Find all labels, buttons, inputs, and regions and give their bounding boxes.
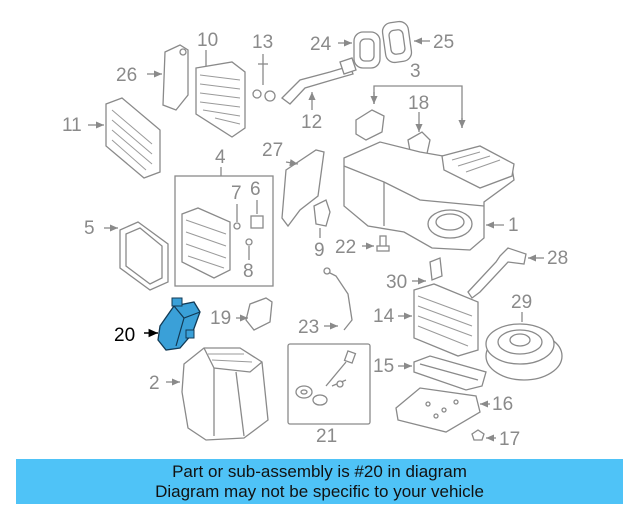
part-22-bolt xyxy=(362,235,390,252)
banner-line-1: Part or sub-assembly is #20 in diagram xyxy=(172,462,467,481)
part-27-bracket xyxy=(281,149,325,228)
callout-12: 12 xyxy=(301,112,322,133)
callout-10: 10 xyxy=(197,30,218,51)
callout-2: 2 xyxy=(149,373,160,394)
part-11-heater-core xyxy=(88,97,161,179)
part-26-bracket xyxy=(147,44,189,111)
part-20-actuator-highlighted[interactable] xyxy=(144,297,201,351)
info-banner: Part or sub-assembly is #20 in diagram D… xyxy=(16,459,623,504)
callout-8: 8 xyxy=(243,261,254,282)
callout-6: 6 xyxy=(250,179,261,200)
part-19-bracket xyxy=(236,297,273,331)
part-5-filter xyxy=(104,221,169,291)
part-13-fittings xyxy=(252,54,276,102)
part-2-housing xyxy=(166,347,269,441)
part-28-bracket xyxy=(467,247,544,299)
callout-21: 21 xyxy=(316,426,337,447)
callout-20: 20 xyxy=(114,325,135,346)
part-15-plate xyxy=(398,355,487,391)
callout-3: 3 xyxy=(410,61,421,82)
part-21-kit-box xyxy=(287,343,371,425)
part-30-clip xyxy=(412,257,443,285)
callout-17: 17 xyxy=(499,429,520,450)
part-24-gasket xyxy=(338,31,381,69)
callout-22: 22 xyxy=(335,237,356,258)
callout-16: 16 xyxy=(492,394,513,415)
part-4-kit-box xyxy=(174,175,274,287)
part-14-filter xyxy=(398,283,479,357)
part-21-components xyxy=(295,350,357,406)
callout-25: 25 xyxy=(433,32,454,53)
part-23-rod xyxy=(323,267,353,331)
callout-26: 26 xyxy=(116,65,137,86)
part-1-hvac-housing xyxy=(343,141,515,251)
callout-11: 11 xyxy=(62,115,82,136)
callout-30: 30 xyxy=(386,272,407,293)
callout-14: 14 xyxy=(373,306,395,327)
callout-7: 7 xyxy=(231,183,242,204)
part-9-grommet xyxy=(313,199,331,238)
part-17-screw xyxy=(471,429,496,442)
callout-1: 1 xyxy=(508,215,519,236)
callout-24: 24 xyxy=(310,34,332,55)
banner-line-2: Diagram may not be specific to your vehi… xyxy=(155,482,484,501)
callout-18: 18 xyxy=(408,93,429,114)
part-3-actuator xyxy=(355,109,385,141)
part-25-gasket xyxy=(381,20,430,64)
callout-9: 9 xyxy=(314,240,325,261)
callout-19: 19 xyxy=(210,308,231,329)
part-29-blower-motor xyxy=(485,312,563,381)
part-12-pipe xyxy=(281,57,357,110)
parts-diagram: 26 10 13 12 24 25 3 xyxy=(62,20,568,450)
part-4-filter xyxy=(181,207,231,279)
leader-3 xyxy=(370,85,466,128)
callout-5: 5 xyxy=(84,218,95,239)
callout-27: 27 xyxy=(262,140,283,161)
callout-15: 15 xyxy=(373,356,394,377)
callout-4: 4 xyxy=(215,147,226,168)
callout-13: 13 xyxy=(252,32,273,53)
callout-23: 23 xyxy=(298,317,319,338)
part-16-tray xyxy=(395,387,490,433)
callout-28: 28 xyxy=(547,248,568,269)
callout-29: 29 xyxy=(511,292,532,313)
part-10-evaporator xyxy=(195,50,246,138)
